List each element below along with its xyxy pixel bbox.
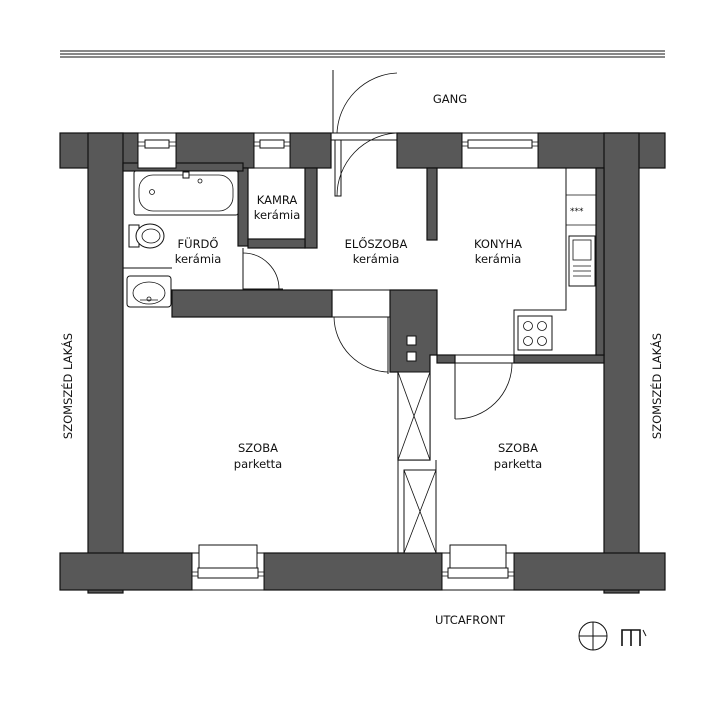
kitchen-floor: kerámia [475, 252, 522, 266]
chimney [406, 335, 417, 362]
north-arrow-icon [578, 621, 608, 651]
svg-text:***: *** [570, 207, 584, 217]
pantry-name: KAMRA [257, 193, 298, 207]
bathroom-floor: kerámia [175, 252, 222, 266]
door-bathroom [242, 248, 283, 290]
windows [137, 132, 539, 591]
entrance-door [331, 70, 398, 197]
sink-icon [568, 235, 596, 287]
hall-floor: kerámia [353, 252, 400, 266]
wardrobes [397, 371, 437, 554]
window-pantry [253, 132, 291, 169]
window-room-right [441, 544, 515, 591]
kitchen-counter [513, 168, 596, 355]
corridor-label: GANG [433, 92, 467, 106]
bathroom-name: FÜRDŐ [178, 235, 219, 251]
kitchen-name: KONYHA [474, 237, 522, 251]
top-boundary-line [60, 50, 665, 58]
street-label: UTCAFRONT [435, 613, 506, 627]
stove-icon [517, 315, 553, 351]
window-kitchen [461, 132, 539, 169]
hood-icon: *** [570, 207, 584, 217]
room-right-floor: parketta [494, 457, 542, 471]
room-left-name: SZOBA [238, 441, 278, 455]
neighbor-left-label: SZOMSZÉD LAKÁS [60, 333, 75, 439]
door-room-right [454, 354, 514, 420]
window-room-left [191, 544, 265, 591]
neighbor-right-label: SZOMSZÉD LAKÁS [649, 333, 664, 439]
room-right-name: SZOBA [498, 441, 538, 455]
bathtub-icon [133, 170, 239, 216]
room-left-floor: parketta [234, 457, 282, 471]
toilet-icon [128, 223, 165, 249]
doors [242, 70, 514, 420]
washbasin-icon [126, 275, 172, 308]
scale-mark [621, 629, 647, 646]
hall-name: ELŐSZOBA [345, 236, 408, 251]
window-bath [137, 132, 177, 169]
pantry-floor: kerámia [254, 208, 301, 222]
door-room-left [332, 289, 390, 374]
